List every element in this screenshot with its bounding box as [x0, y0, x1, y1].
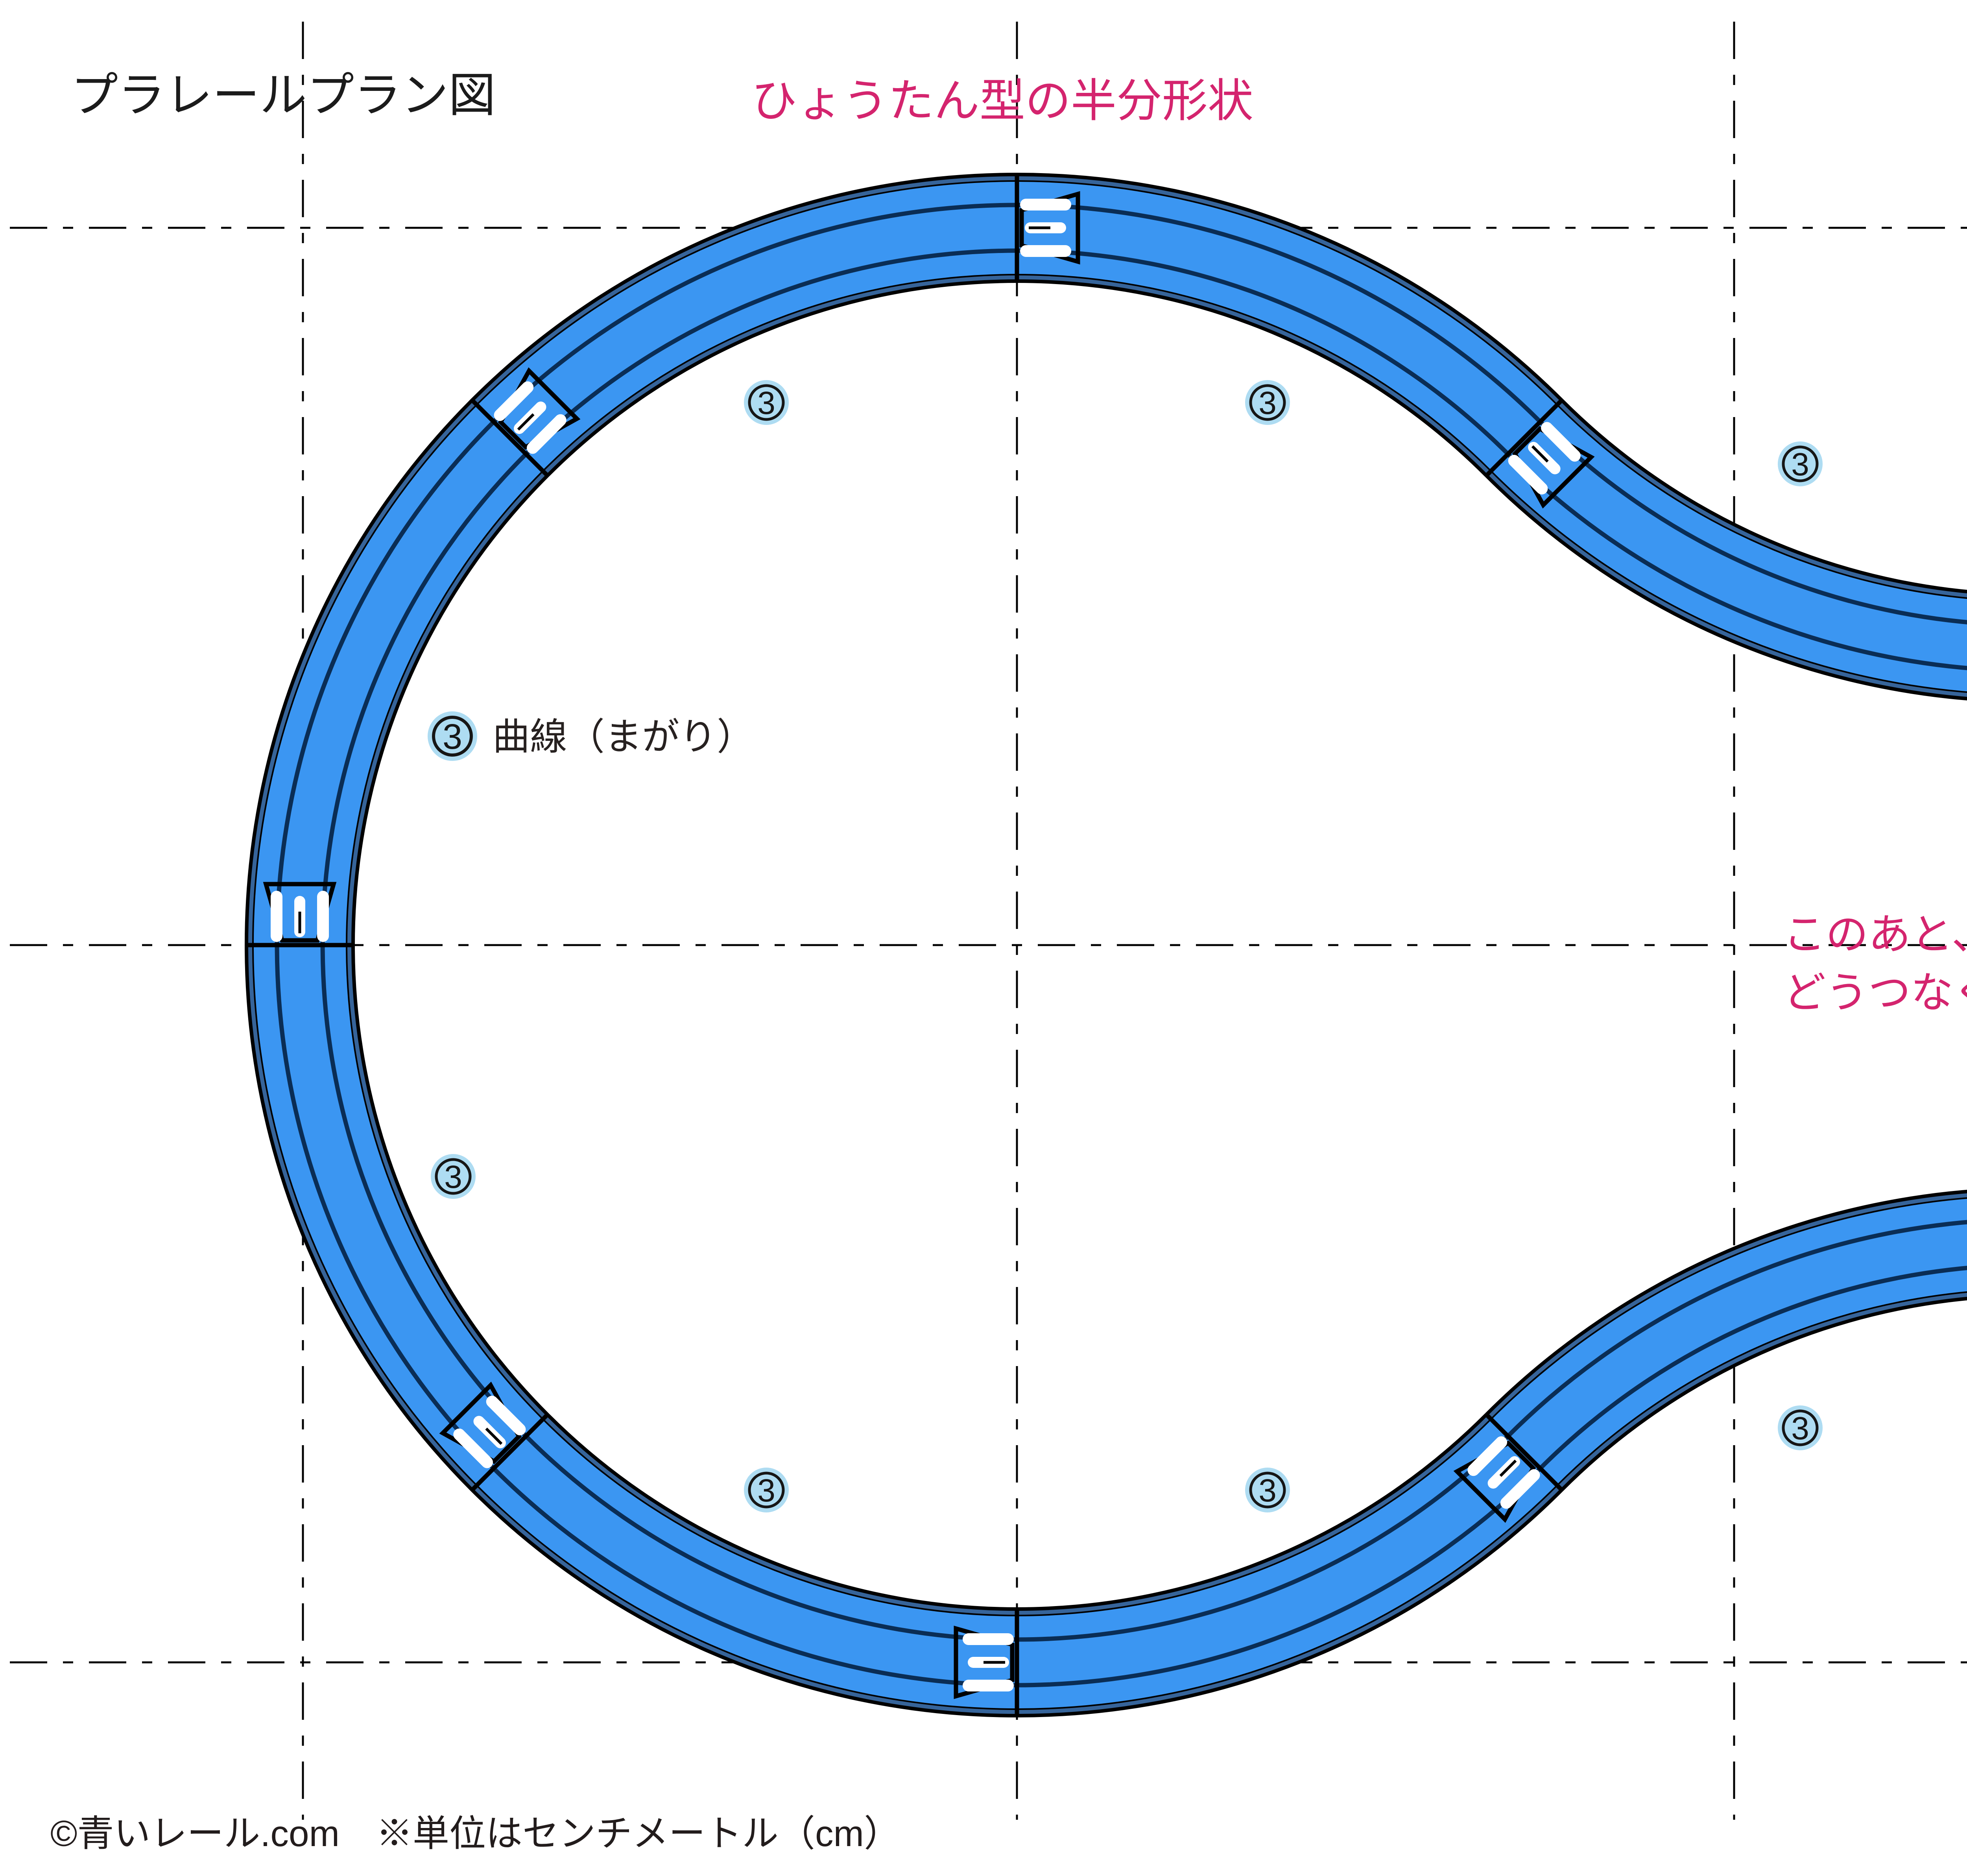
piece-marker: 3	[1778, 441, 1823, 486]
piece-marker: 3	[431, 1154, 476, 1199]
footer-note: ©青いレール.com ※単位はセンチメートル（cm）	[50, 1813, 900, 1854]
svg-text:3: 3	[444, 1159, 462, 1195]
svg-text:3: 3	[443, 717, 462, 757]
svg-text:3: 3	[1258, 1473, 1277, 1509]
question-note-line2: どうつなぐ？	[1783, 969, 1967, 1016]
track-bottom-s-curve	[1491, 1198, 1967, 1485]
piece-marker: 3	[744, 1468, 789, 1512]
question-note-line1: このあと、	[1783, 910, 1967, 958]
piece-markers: 3 3 3 3 3 3 3	[431, 380, 1823, 1512]
piece-marker: 3	[1778, 1405, 1823, 1450]
svg-text:3: 3	[1258, 385, 1277, 421]
piece-marker: 3	[744, 380, 789, 425]
svg-text:3: 3	[757, 385, 775, 421]
svg-text:3: 3	[1791, 447, 1809, 482]
piece-marker: 3	[1245, 380, 1290, 425]
track-top-s-curve	[1491, 405, 1967, 692]
piece-marker: 3	[1245, 1468, 1290, 1512]
legend-piece-marker: 3	[428, 711, 477, 761]
svg-text:3: 3	[1791, 1411, 1809, 1446]
legend-label: 曲線（まがり）	[493, 716, 754, 758]
shape-note: ひょうたん型の半分形状	[751, 75, 1253, 126]
track-joints	[247, 175, 1605, 1715]
page-title: プラレールプラン図	[71, 69, 496, 122]
legend: 3 曲線（まがり）	[428, 711, 754, 761]
svg-text:3: 3	[757, 1473, 775, 1509]
